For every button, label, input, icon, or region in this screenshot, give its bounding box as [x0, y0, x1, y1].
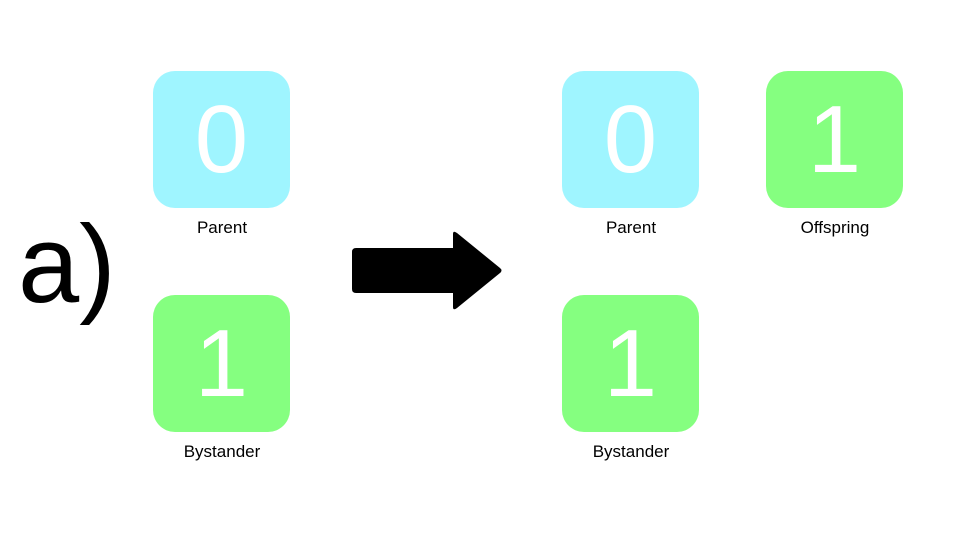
after-parent-tile: 0 [562, 71, 699, 208]
before-parent-label: Parent [196, 218, 248, 237]
after-bystander-label: Bystander [592, 442, 670, 461]
before-parent-value: 0 [194, 85, 249, 193]
after-parent-value: 0 [603, 85, 658, 193]
before-bystander-tile: 1 [153, 295, 290, 432]
after-offspring-value: 1 [807, 85, 862, 193]
after-parent-label: Parent [605, 218, 657, 237]
after-offspring-tile: 1 [766, 71, 903, 208]
before-bystander-value: 1 [194, 309, 249, 417]
panel-label: a) [18, 203, 116, 326]
after-bystander-tile: 1 [562, 295, 699, 432]
after-offspring-label: Offspring [800, 218, 870, 237]
before-bystander-label: Bystander [183, 442, 261, 461]
before-parent-tile: 0 [153, 71, 290, 208]
right-arrow-icon [352, 231, 502, 310]
after-bystander-value: 1 [603, 309, 658, 417]
